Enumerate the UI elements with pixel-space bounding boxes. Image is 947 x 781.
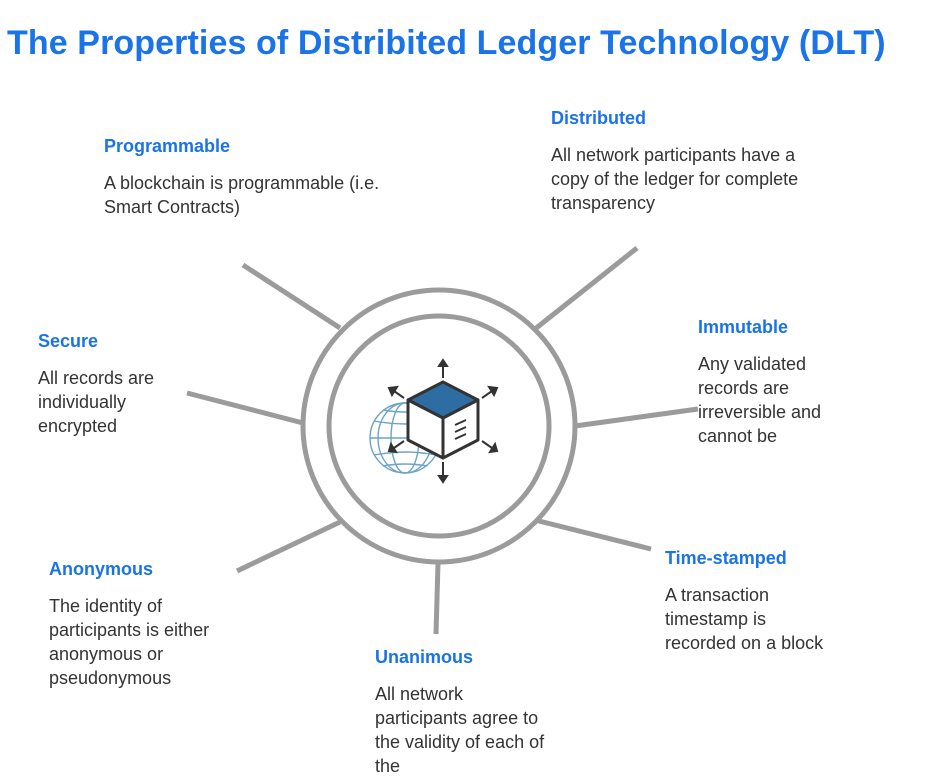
- connector-secure: [186, 390, 304, 426]
- property-description: The identity of participants is either a…: [49, 596, 210, 688]
- property-description: A transaction timestamp is recorded on a…: [665, 585, 824, 653]
- cube-icon: [406, 380, 480, 460]
- property-anonymous: Anonymous The identity of participants i…: [49, 558, 219, 691]
- connector-immutable: [574, 406, 699, 429]
- property-title: Anonymous: [49, 559, 154, 579]
- property-timestamped: Time-stamped A transaction timestamp is …: [665, 547, 835, 687]
- property-description: All records are individually encrypted: [38, 368, 155, 436]
- connector-anonymous: [235, 519, 342, 574]
- arrows-icon: [387, 358, 499, 484]
- property-immutable: Immutable Any validated records are irre…: [698, 316, 848, 458]
- property-distributed: Distributed All network participants hav…: [551, 107, 811, 227]
- property-unanimous: Unanimous All network participants agree…: [375, 646, 555, 781]
- property-secure: Secure All records are individually encr…: [38, 330, 188, 450]
- property-description: All network participants have a copy of …: [551, 145, 799, 213]
- page-title: The Properties of Distribited Ledger Tec…: [7, 24, 886, 62]
- connector-programmable: [241, 262, 342, 331]
- connector-distributed: [533, 246, 639, 331]
- property-title: Distributed: [551, 108, 647, 128]
- property-title: Immutable: [698, 317, 789, 337]
- blockchain-cube-globe-icon: [369, 358, 499, 484]
- property-title: Programmable: [104, 136, 231, 156]
- property-description: A blockchain is programmable (i.e. Smart…: [104, 173, 380, 217]
- property-programmable: Programmable A blockchain is programmabl…: [104, 135, 404, 245]
- property-description: Any validated records are irreversible a…: [698, 354, 822, 446]
- property-title: Secure: [38, 331, 99, 351]
- connector-timestamped: [534, 517, 652, 552]
- connector-lines: [186, 246, 699, 635]
- property-title: Time-stamped: [665, 548, 787, 568]
- property-description: All network participants agree to the va…: [375, 684, 545, 776]
- connector-unanimous: [433, 562, 441, 635]
- property-title: Unanimous: [375, 647, 474, 667]
